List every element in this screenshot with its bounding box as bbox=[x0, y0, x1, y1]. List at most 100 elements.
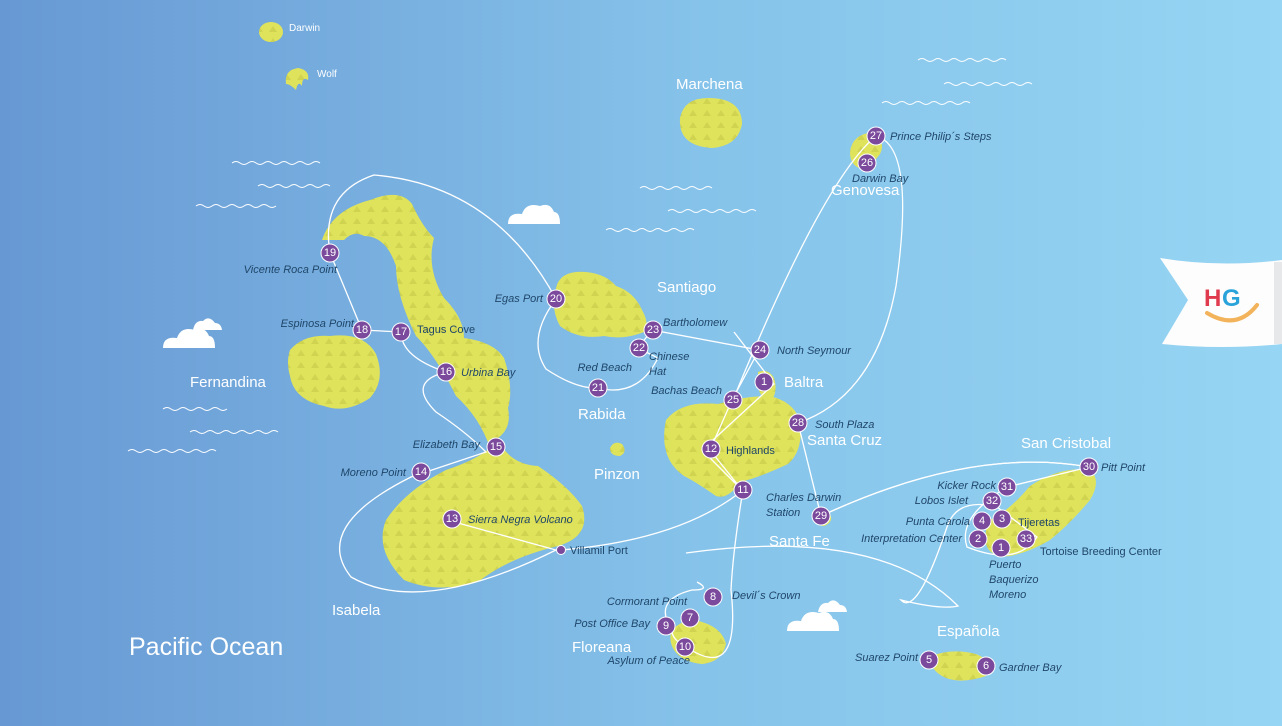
stop-circle[interactable] bbox=[675, 637, 695, 657]
island-name-baltra: Baltra bbox=[784, 374, 824, 391]
stop-marker[interactable]: 11 bbox=[733, 480, 753, 500]
stop-circle[interactable] bbox=[703, 587, 723, 607]
stop-circle[interactable] bbox=[866, 126, 886, 146]
stop-circle[interactable] bbox=[723, 390, 743, 410]
stop-circle[interactable] bbox=[750, 340, 770, 360]
stop-number: 16 bbox=[440, 366, 452, 378]
stop-number: 6 bbox=[983, 660, 989, 672]
stop-label: South Plaza bbox=[815, 419, 874, 431]
stop-circle[interactable] bbox=[352, 320, 372, 340]
stop-circle[interactable] bbox=[643, 320, 663, 340]
stop-label: Pitt Point bbox=[1101, 462, 1146, 474]
island-name-santa-fe: Santa Fe bbox=[769, 533, 830, 550]
stop-circle[interactable] bbox=[1079, 457, 1099, 477]
stop-number: 21 bbox=[592, 382, 604, 394]
stop-circle[interactable] bbox=[992, 509, 1012, 529]
stop-circle[interactable] bbox=[733, 480, 753, 500]
stop-circle[interactable] bbox=[680, 608, 700, 628]
stop-label: Elizabeth Bay bbox=[413, 439, 482, 451]
stop-circle[interactable] bbox=[997, 477, 1017, 497]
stop-circle[interactable] bbox=[982, 491, 1002, 511]
stop-number: 17 bbox=[395, 326, 407, 338]
stop-circle[interactable] bbox=[976, 656, 996, 676]
stop-circle[interactable] bbox=[486, 437, 506, 457]
stop-circle[interactable] bbox=[442, 509, 462, 529]
stop-circle[interactable] bbox=[788, 413, 808, 433]
island-name-fernandina: Fernandina bbox=[190, 374, 267, 391]
stop-circle[interactable] bbox=[919, 650, 939, 670]
stop-number: 8 bbox=[710, 591, 716, 603]
stop-circle[interactable] bbox=[754, 372, 774, 392]
stop-circle[interactable] bbox=[991, 538, 1011, 558]
stop-marker[interactable]: 1 bbox=[754, 372, 774, 392]
stop-label: Puerto bbox=[989, 559, 1021, 571]
island-name-genovesa: Genovesa bbox=[831, 182, 900, 199]
stop-circle[interactable] bbox=[546, 289, 566, 309]
ocean-label: Pacific Ocean bbox=[129, 633, 283, 661]
stop-circle[interactable] bbox=[320, 243, 340, 263]
stop-number: 10 bbox=[679, 641, 691, 653]
island-santa-cruz bbox=[664, 396, 801, 497]
stop-label: Baquerizo bbox=[989, 574, 1039, 586]
stop-circle[interactable] bbox=[588, 378, 608, 398]
stop-number: 14 bbox=[415, 466, 427, 478]
stop-circle[interactable] bbox=[811, 506, 831, 526]
stop-circle[interactable] bbox=[391, 322, 411, 342]
island-darwin bbox=[259, 22, 283, 42]
stop-circle[interactable] bbox=[972, 511, 992, 531]
stop-circle[interactable] bbox=[1016, 529, 1036, 549]
island-name-san-cristobal: San Cristobal bbox=[1021, 435, 1111, 452]
stop-circle[interactable] bbox=[857, 153, 877, 173]
stop-number: 20 bbox=[550, 293, 562, 305]
stop-label: North Seymour bbox=[777, 345, 852, 357]
stop-label: Espinosa Point bbox=[281, 318, 355, 330]
stop-circle[interactable] bbox=[656, 616, 676, 636]
stop-circle[interactable] bbox=[968, 529, 988, 549]
island-santiago bbox=[553, 271, 647, 338]
stop-number: 4 bbox=[979, 515, 985, 527]
stop-circle[interactable] bbox=[411, 462, 431, 482]
stop-number: 2 bbox=[975, 533, 981, 545]
island-wolf bbox=[285, 68, 309, 90]
villamil-port-dot[interactable] bbox=[556, 545, 566, 555]
stop-label: Cormorant Point bbox=[607, 596, 688, 608]
stop-number: 1 bbox=[998, 542, 1004, 554]
stop-circle[interactable] bbox=[436, 362, 456, 382]
stop-label: Moreno bbox=[989, 589, 1026, 601]
stop-circle[interactable] bbox=[701, 439, 721, 459]
stop-circle[interactable] bbox=[629, 338, 649, 358]
island-name-espanola: Española bbox=[937, 623, 1000, 640]
